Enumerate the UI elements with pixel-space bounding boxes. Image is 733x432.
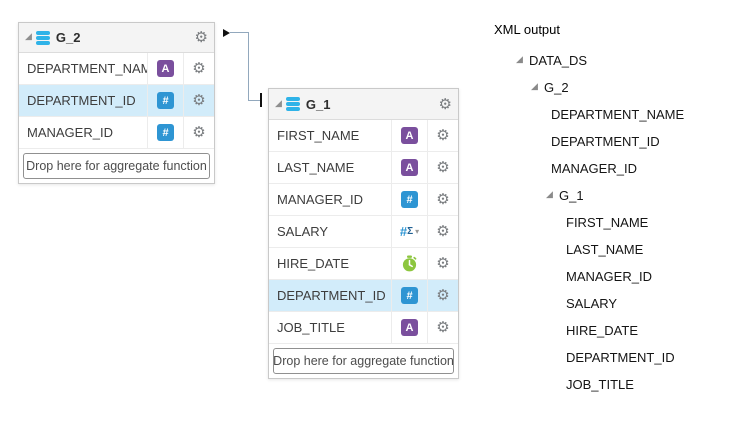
gear-icon[interactable]: ⚙	[436, 318, 450, 336]
tree-node[interactable]: HIRE_DATE	[494, 317, 729, 344]
field-row[interactable]: LAST_NAME A ⚙	[269, 152, 458, 184]
number-aggregate-type-icon[interactable]: #Σ▾	[399, 224, 420, 239]
field-name: LAST_NAME	[277, 160, 355, 175]
group-header-g1[interactable]: ◢ G_1 ⚙	[269, 89, 458, 120]
tree-node[interactable]: DEPARTMENT_NAME	[494, 101, 729, 128]
group-panel-g1: ◢ G_1 ⚙ FIRST_NAME A ⚙ LAST_NAME A ⚙ MAN…	[268, 88, 459, 379]
field-name: DEPARTMENT_ID	[277, 288, 386, 303]
number-type-icon: #	[157, 124, 174, 141]
text-type-icon: A	[401, 319, 418, 336]
tree-node-label: G_2	[544, 80, 569, 95]
connector-line	[248, 100, 261, 101]
text-type-icon: A	[401, 127, 418, 144]
field-name: MANAGER_ID	[277, 192, 363, 207]
gear-icon[interactable]: ⚙	[438, 94, 452, 113]
group-title: G_1	[305, 96, 331, 112]
expand-triangle-icon[interactable]: ◢	[531, 82, 538, 92]
gear-icon[interactable]: ⚙	[192, 59, 206, 77]
tree-node-label: DEPARTMENT_ID	[566, 350, 675, 365]
gear-icon[interactable]: ⚙	[436, 286, 450, 304]
tree-node-label: DEPARTMENT_ID	[551, 134, 660, 149]
tree-node[interactable]: ◢ DATA_DS	[494, 47, 729, 74]
table-icon	[285, 97, 300, 111]
field-row[interactable]: FIRST_NAME A ⚙	[269, 120, 458, 152]
field-row-selected[interactable]: DEPARTMENT_ID # ⚙	[269, 280, 458, 312]
number-type-icon: #	[401, 287, 418, 304]
expand-triangle-icon[interactable]: ◢	[516, 55, 523, 65]
field-row[interactable]: MANAGER_ID # ⚙	[269, 184, 458, 216]
field-name: JOB_TITLE	[277, 320, 345, 335]
tree-node[interactable]: DEPARTMENT_ID	[494, 128, 729, 155]
gear-icon[interactable]: ⚙	[436, 158, 450, 176]
gear-icon[interactable]: ⚙	[436, 126, 450, 144]
tree-node[interactable]: ◢ G_2	[494, 74, 729, 101]
tree-node-label: JOB_TITLE	[566, 377, 634, 392]
gear-icon[interactable]: ⚙	[194, 28, 208, 46]
tree-node-label: MANAGER_ID	[566, 269, 652, 284]
tree-node-label: DATA_DS	[529, 53, 588, 68]
gear-icon[interactable]: ⚙	[436, 222, 450, 240]
gear-icon[interactable]: ⚙	[192, 123, 206, 141]
field-name: HIRE_DATE	[277, 256, 349, 271]
xml-output-pane: XML output ◢ DATA_DS ◢ G_2 DEPARTMENT_NA…	[494, 16, 729, 398]
gear-icon[interactable]: ⚙	[192, 91, 206, 109]
field-name: MANAGER_ID	[27, 125, 113, 140]
group-title: G_2	[55, 30, 81, 45]
number-type-icon: #	[157, 92, 174, 109]
group-header-g2[interactable]: ◢ G_2 ⚙	[19, 23, 214, 53]
tree-node[interactable]: MANAGER_ID	[494, 155, 729, 182]
field-name: SALARY	[277, 224, 329, 239]
connector-line	[248, 32, 249, 100]
tree-node-label: MANAGER_ID	[551, 161, 637, 176]
date-type-icon	[402, 255, 417, 272]
tree-node[interactable]: MANAGER_ID	[494, 263, 729, 290]
connector-anchor	[260, 93, 262, 107]
collapse-triangle-icon[interactable]: ◢	[25, 32, 32, 42]
tree-node-label: FIRST_NAME	[566, 215, 649, 230]
text-type-icon: A	[401, 159, 418, 176]
aggregate-drop-zone[interactable]: Drop here for aggregate function	[273, 348, 454, 374]
connector-line	[230, 32, 249, 33]
tree-node[interactable]: FIRST_NAME	[494, 209, 729, 236]
field-row[interactable]: HIRE_DATE ⚙	[269, 248, 458, 280]
field-row-selected[interactable]: DEPARTMENT_ID # ⚙	[19, 85, 214, 117]
tree-node-label: LAST_NAME	[566, 242, 644, 257]
gear-icon[interactable]: ⚙	[436, 190, 450, 208]
tree-node[interactable]: SALARY	[494, 290, 729, 317]
xml-output-title: XML output	[494, 22, 561, 37]
group-panel-g2: ◢ G_2 ⚙ DEPARTMENT_NAME A ⚙ DEPARTMENT_I…	[18, 22, 215, 184]
number-type-icon: #	[401, 191, 418, 208]
field-row[interactable]: SALARY #Σ▾ ⚙	[269, 216, 458, 248]
tree-node-label: HIRE_DATE	[566, 323, 638, 338]
field-name: DEPARTMENT_NAME	[27, 61, 147, 76]
connector-arrow-icon	[223, 29, 230, 37]
tree-node[interactable]: ◢ G_1	[494, 182, 729, 209]
field-row[interactable]: DEPARTMENT_NAME A ⚙	[19, 53, 214, 85]
aggregate-drop-zone[interactable]: Drop here for aggregate function	[23, 153, 210, 179]
tree-node[interactable]: LAST_NAME	[494, 236, 729, 263]
dropdown-arrow-icon: ▾	[415, 227, 420, 236]
field-name: DEPARTMENT_ID	[27, 93, 136, 108]
tree-node[interactable]: JOB_TITLE	[494, 371, 729, 398]
field-row[interactable]: JOB_TITLE A ⚙	[269, 312, 458, 344]
expand-triangle-icon[interactable]: ◢	[546, 190, 553, 200]
field-name: FIRST_NAME	[277, 128, 360, 143]
tree-node-label: G_1	[559, 188, 584, 203]
tree-node[interactable]: DEPARTMENT_ID	[494, 344, 729, 371]
text-type-icon: A	[157, 60, 174, 77]
collapse-triangle-icon[interactable]: ◢	[275, 98, 282, 109]
table-icon	[35, 30, 50, 45]
tree-node-label: SALARY	[566, 296, 618, 311]
tree-node-label: DEPARTMENT_NAME	[551, 107, 685, 122]
field-row[interactable]: MANAGER_ID # ⚙	[19, 117, 214, 149]
gear-icon[interactable]: ⚙	[436, 254, 450, 272]
